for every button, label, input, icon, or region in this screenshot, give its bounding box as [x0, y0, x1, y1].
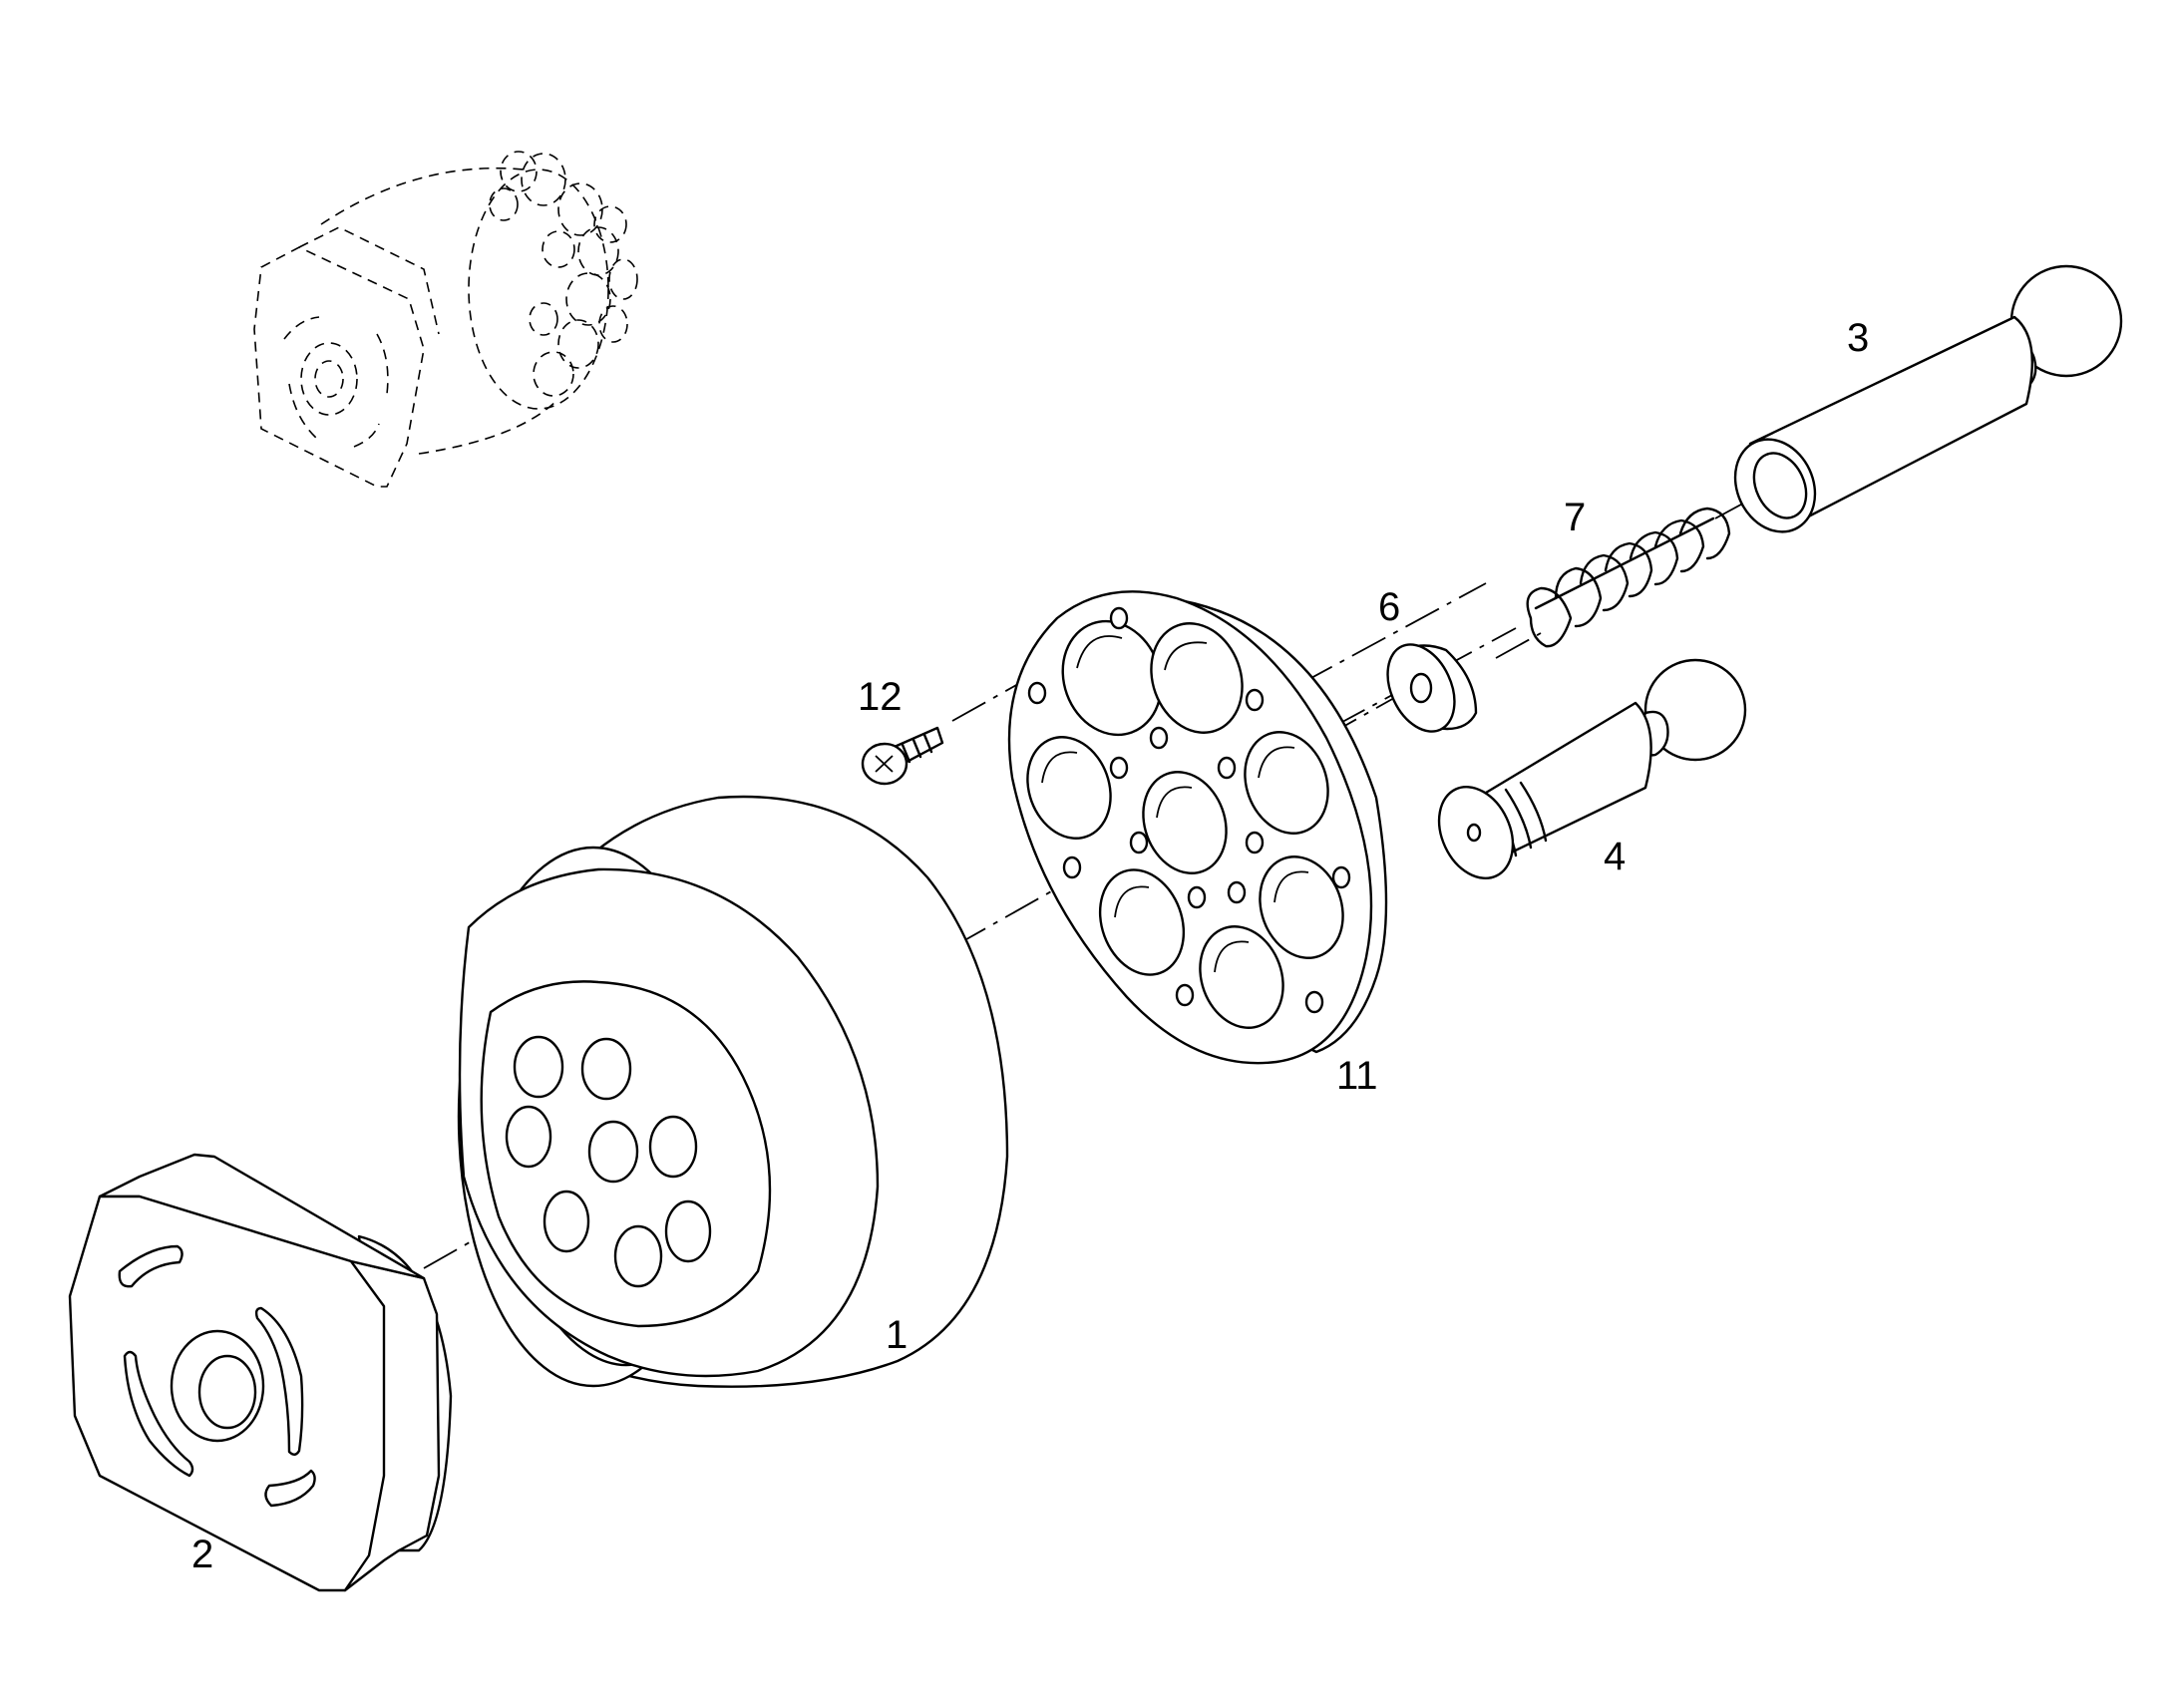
piston-heads-cluster — [489, 151, 638, 397]
callout-label-1: 1 — [886, 1313, 908, 1357]
part-11-retaining-plate — [1007, 590, 1388, 1065]
retaining-plate-small-holes — [1027, 606, 1351, 1014]
cylinder-bores — [505, 1035, 712, 1288]
part-7-spring — [1526, 507, 1731, 648]
callout-label-4: 4 — [1604, 835, 1626, 878]
part-1-cylinder-block — [457, 795, 1009, 1388]
retaining-plate-inner-rims — [1041, 635, 1309, 973]
overview-assembly-illustration — [253, 151, 638, 488]
callout-label-2: 2 — [191, 1533, 213, 1576]
part-3-piston — [1733, 264, 2123, 533]
part-6-washer — [1386, 643, 1478, 733]
part-2-valve-plate — [68, 1153, 453, 1592]
part-12-screw — [861, 726, 944, 786]
callout-label-12: 12 — [858, 675, 903, 719]
callout-label-7: 7 — [1564, 496, 1586, 539]
callout-labels: 1 2 3 4 6 7 11 12 — [191, 316, 1869, 1576]
callout-label-6: 6 — [1378, 585, 1400, 629]
callout-label-3: 3 — [1847, 316, 1869, 360]
part-4-piston — [1437, 658, 1747, 880]
callout-label-11: 11 — [1336, 1054, 1378, 1098]
